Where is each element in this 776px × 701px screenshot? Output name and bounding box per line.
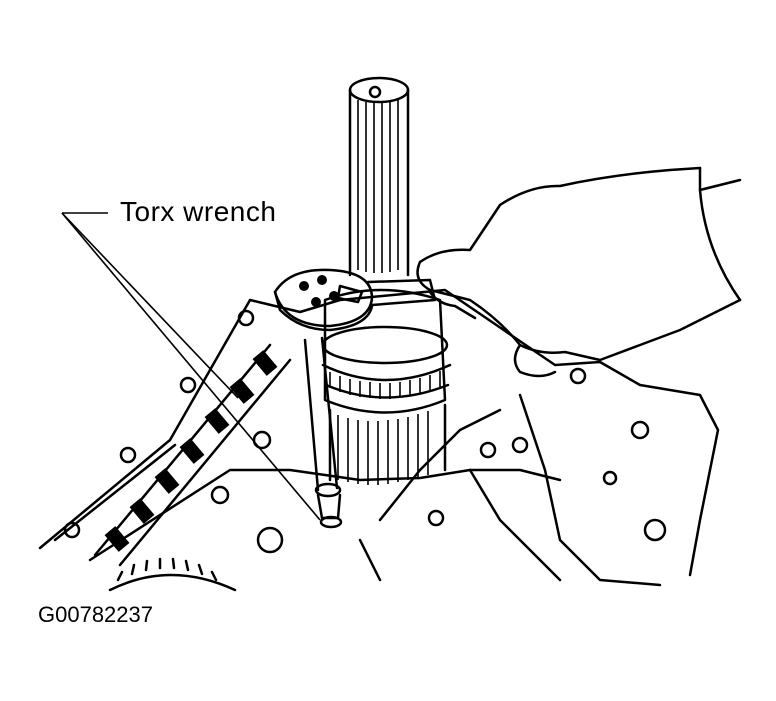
housing-case: [38, 288, 720, 587]
figure-id: G00782237: [38, 602, 153, 627]
callout-leader-lines: [61, 212, 321, 521]
drive-chain: [93, 343, 292, 567]
torx-wrench: [273, 268, 437, 529]
lower-sprocket: [108, 557, 237, 592]
output-shaft: [348, 76, 410, 277]
hand-holding-wrench: [416, 166, 742, 378]
gear-hub: [321, 288, 452, 485]
torx-wrench-callout-label: Torx wrench: [120, 196, 277, 227]
